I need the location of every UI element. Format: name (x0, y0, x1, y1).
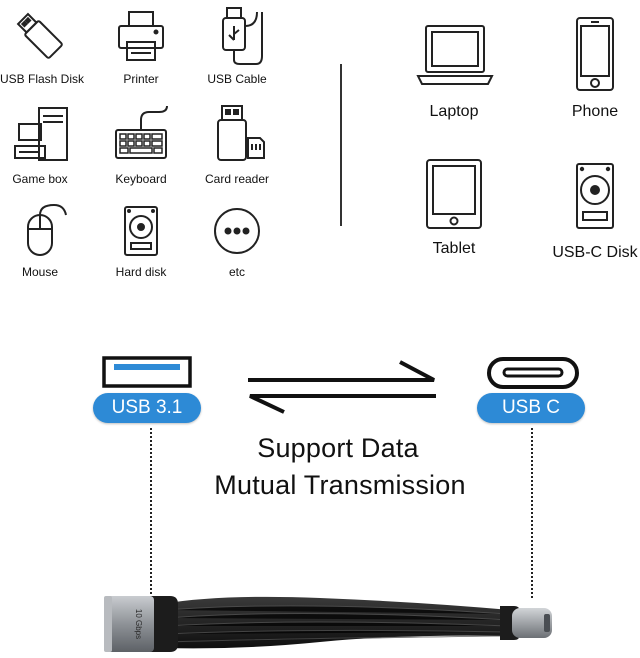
cable-spec-text: 10 Gbps (134, 609, 143, 639)
card-reader-icon (217, 105, 265, 161)
device-label: USB Cable (207, 72, 267, 86)
device-label: Mouse (21, 265, 59, 279)
device-card-reader: Card reader (197, 104, 277, 186)
phone-icon (576, 17, 614, 91)
bidirectional-arrow-icon (248, 360, 436, 414)
usb-3-1-badge: USB 3.1 (93, 393, 201, 423)
game-box-icon (14, 107, 68, 161)
usb-c-disk-icon (576, 163, 614, 229)
device-label: Game box (12, 172, 68, 186)
device-game-box: Game box (0, 104, 80, 186)
device-keyboard: Keyboard (101, 104, 181, 186)
device-usb-cable: USB Cable (197, 6, 277, 86)
usb-cable-icon (222, 7, 263, 65)
usb-flash-disk-icon (16, 12, 63, 59)
guide-line-right (531, 428, 533, 598)
device-label: Phone (571, 103, 619, 120)
device-label: Printer (123, 72, 159, 86)
device-mouse: Mouse (0, 203, 80, 279)
device-label: Keyboard (115, 172, 167, 186)
device-etc: etc (197, 203, 277, 279)
device-usb-c-disk: USB-C Disk (545, 160, 640, 262)
device-label: Tablet (432, 240, 476, 257)
device-label: USB-C Disk (552, 244, 638, 261)
headline-line-1: Support Data (257, 433, 419, 463)
hard-disk-icon (124, 206, 158, 256)
more-icon (214, 208, 260, 254)
device-tablet: Tablet (404, 156, 504, 258)
tablet-icon (426, 159, 482, 229)
usb-a-port-icon (102, 356, 192, 388)
guide-line-left (150, 428, 152, 598)
device-printer: Printer (101, 6, 181, 86)
printer-icon (118, 11, 164, 61)
device-laptop: Laptop (404, 18, 504, 121)
usb-c-port-icon (487, 357, 579, 389)
flat-cable-image: 10 Gbps (104, 596, 552, 652)
laptop-icon (416, 25, 494, 85)
mouse-icon (27, 203, 67, 256)
keyboard-icon (115, 105, 168, 159)
section-divider (340, 64, 342, 226)
device-label: Hard disk (115, 265, 167, 279)
headline-line-2: Mutual Transmission (214, 470, 466, 500)
device-usb-flash-disk: USB Flash Disk (0, 6, 85, 86)
device-label: etc (228, 265, 245, 279)
device-phone: Phone (550, 14, 640, 121)
device-hard-disk: Hard disk (101, 203, 181, 279)
device-label: USB Flash Disk (0, 72, 85, 86)
device-label: Laptop (429, 103, 479, 120)
device-label: Card reader (204, 172, 270, 186)
usb-c-badge: USB C (477, 393, 585, 423)
